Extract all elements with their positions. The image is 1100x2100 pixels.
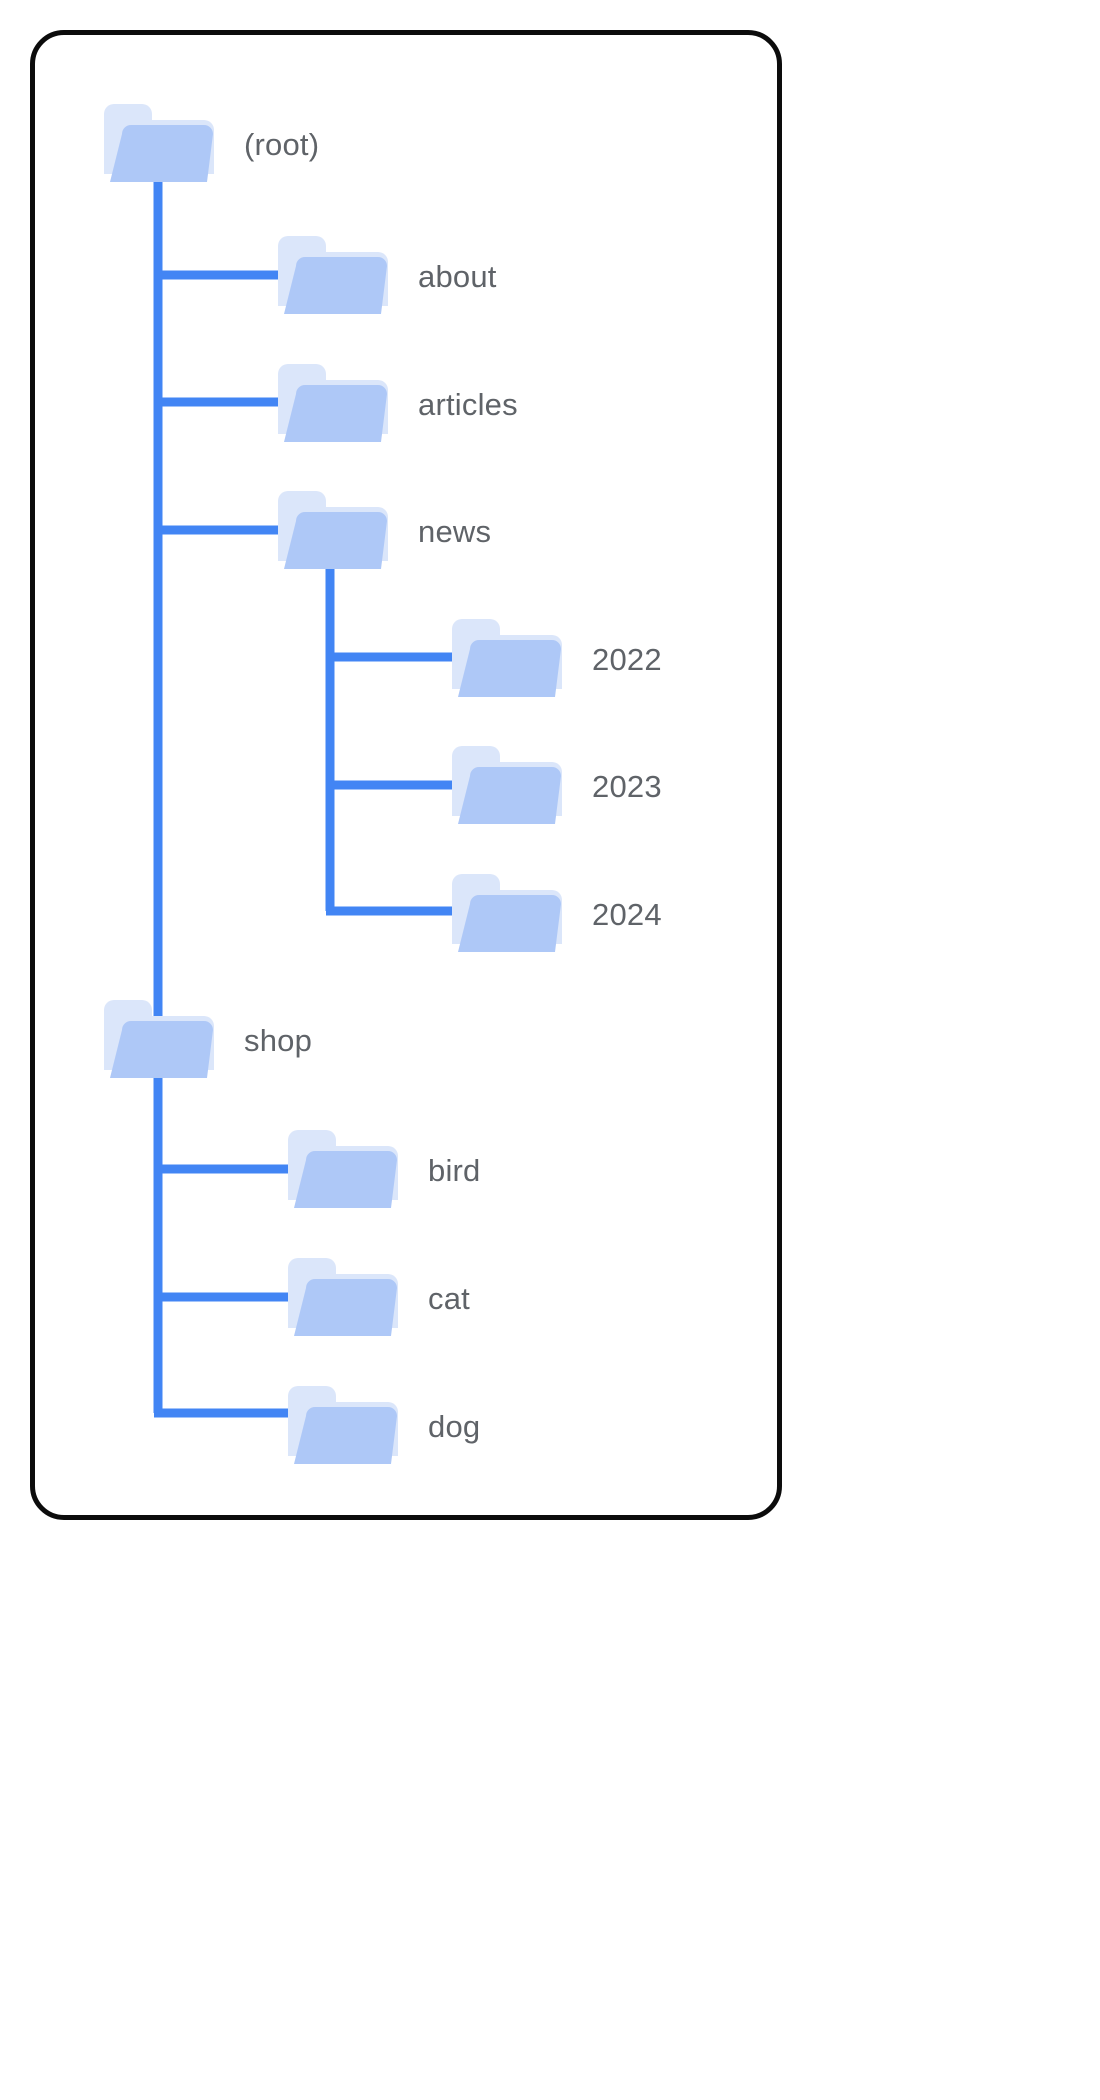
tree-node-2022[interactable]: 2022 <box>448 615 662 703</box>
folder-icon <box>274 487 394 575</box>
node-label-root: (root) <box>244 126 320 162</box>
tree-node-about[interactable]: about <box>274 232 497 320</box>
tree-node-dog[interactable]: dog <box>284 1382 480 1470</box>
tree-node-news[interactable]: news <box>274 487 491 575</box>
tree-node-2023[interactable]: 2023 <box>448 742 662 830</box>
tree-node-articles[interactable]: articles <box>274 360 518 448</box>
folder-icon <box>284 1254 404 1342</box>
tree-node-2024[interactable]: 2024 <box>448 870 662 958</box>
folder-icon <box>274 360 394 448</box>
node-label-2022: 2022 <box>592 641 662 677</box>
node-label-articles: articles <box>418 386 518 422</box>
node-label-bird: bird <box>428 1152 481 1188</box>
folder-icon <box>284 1126 404 1214</box>
node-label-shop: shop <box>244 1022 313 1058</box>
tree-node-cat[interactable]: cat <box>284 1254 470 1342</box>
folder-icon <box>448 870 568 958</box>
tree-node-bird[interactable]: bird <box>284 1126 481 1214</box>
tree-node-root[interactable]: (root) <box>100 100 319 188</box>
folder-icon <box>448 615 568 703</box>
node-label-dog: dog <box>428 1408 481 1444</box>
node-label-2023: 2023 <box>592 768 662 804</box>
node-label-about: about <box>418 258 497 294</box>
folder-icon <box>274 232 394 320</box>
tree-node-shop[interactable]: shop <box>100 996 312 1084</box>
node-label-cat: cat <box>428 1280 470 1316</box>
node-label-2024: 2024 <box>592 896 662 932</box>
folder-icon <box>100 996 220 1084</box>
folder-icon <box>100 100 220 188</box>
node-label-news: news <box>418 513 492 549</box>
folder-icon <box>284 1382 404 1470</box>
folder-icon <box>448 742 568 830</box>
